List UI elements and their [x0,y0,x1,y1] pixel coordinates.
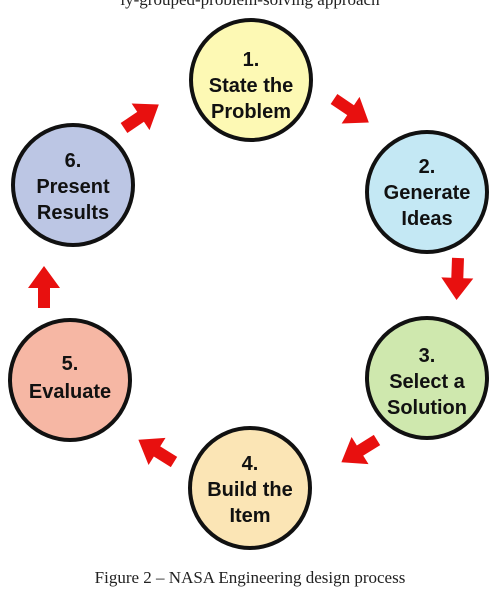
arrow-1-to-2 [330,94,369,124]
figure-caption: Figure 2 – NASA Engineering design proce… [94,568,406,587]
arrow-5-to-6 [28,266,60,308]
step-6-label-line-2: Results [37,202,109,224]
step-1-node: 1. State the Problem [189,18,313,142]
cropped-text-line: ly-grouped-problem-solving approach [0,0,500,11]
arrow-6-to-1 [120,103,159,133]
step-1-circle [189,18,313,142]
arrow-4-to-5 [138,437,178,468]
step-3-label-line-1: Select a [389,371,465,393]
step-4-label-line-2: Item [229,505,270,527]
arrows [28,94,474,468]
step-4-label-line-1: Build the [207,479,293,501]
step-2-node: 2. Generate Ideas [365,130,489,254]
step-2-label-line-1: Generate [384,182,471,204]
step-2-circle [365,130,489,254]
step-6-number: 6. [65,150,82,172]
arrow-3-to-4 [341,434,381,465]
step-5-label-line-1: Evaluate [29,381,111,403]
step-3-number: 3. [419,345,436,367]
step-6-circle [11,123,135,247]
step-3-circle [365,316,489,440]
step-2-label-line-2: Ideas [401,208,452,230]
step-6-label-line-1: Present [36,176,110,198]
step-1-number: 1. [243,49,260,71]
step-5-circle [8,318,132,442]
step-4-number: 4. [242,453,259,475]
step-3-node: 3. Select a Solution [365,316,489,440]
step-6-node: 6. Present Results [11,123,135,247]
arrow-2-to-3 [441,257,474,300]
step-5-node: 5. Evaluate [8,318,132,442]
step-3-label-line-2: Solution [387,397,467,419]
step-1-label-line-1: State the [209,75,293,97]
step-5-number: 5. [62,353,79,375]
step-4-circle [188,426,312,550]
step-2-number: 2. [419,156,436,178]
step-1-label-line-2: Problem [211,101,291,123]
step-4-node: 4. Build the Item [188,426,312,550]
